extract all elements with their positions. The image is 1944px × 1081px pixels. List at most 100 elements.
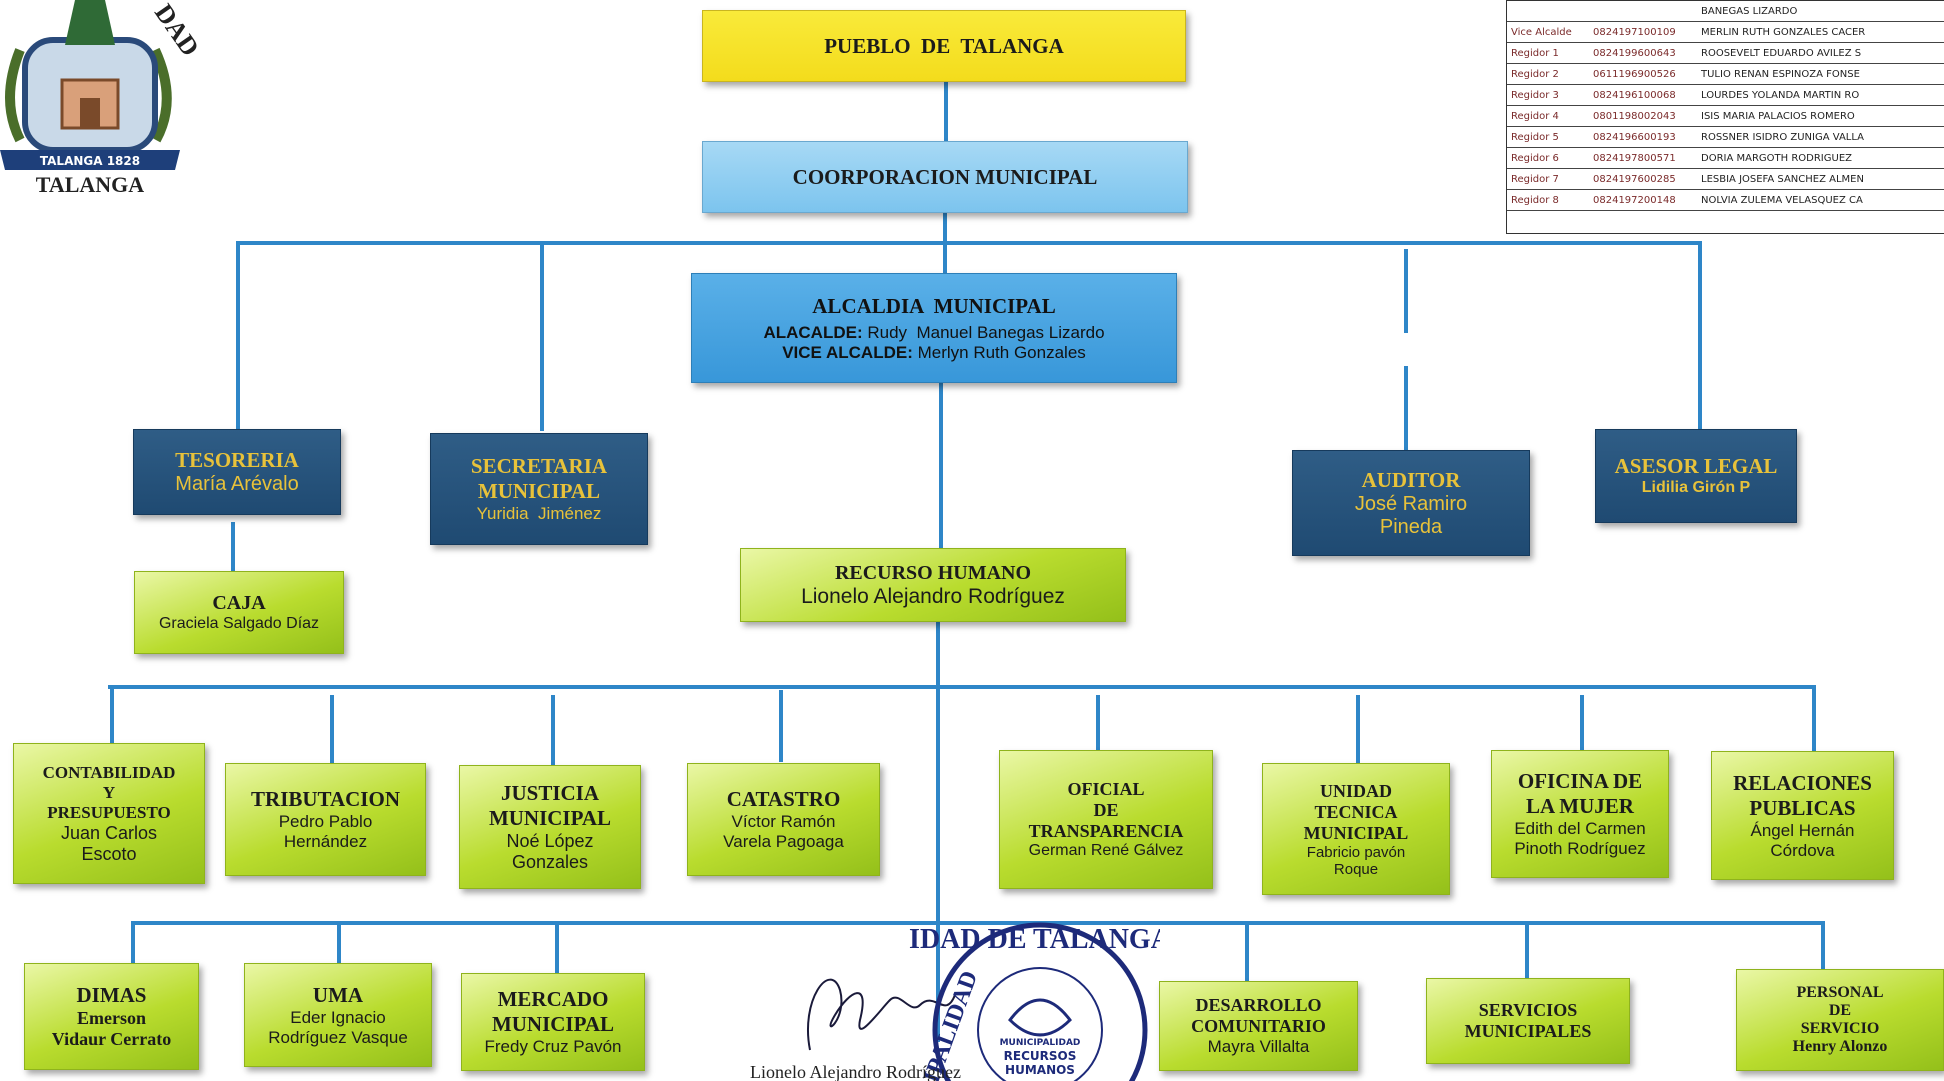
- catastro-name-2: Varela Pagoaga: [723, 832, 844, 851]
- regidor-id: 0824196600193: [1589, 126, 1697, 148]
- alcaldia-title: ALCALDIA MUNICIPAL: [812, 293, 1056, 318]
- mujer-name-1: Edith del Carmen: [1514, 819, 1646, 838]
- dimas-name-2: Vidaur Cerrato: [51, 1029, 172, 1049]
- alcalde-label: ALACALDE:: [763, 322, 863, 342]
- auditor-title: AUDITOR: [1361, 467, 1461, 492]
- line-row2-4: [1245, 921, 1249, 981]
- regidor-cargo: Regidor 8: [1507, 189, 1589, 211]
- catastro-box: CATASTRO Víctor Ramón Varela Pagoaga: [687, 763, 880, 876]
- regidor-cargo: Regidor 2: [1507, 63, 1589, 85]
- catastro-name-1: Víctor Ramón: [731, 812, 836, 831]
- regidor-nombre: MERLIN RUTH GONZALES CACER: [1697, 21, 1944, 43]
- alcalde-name: Rudy Manuel Banegas Lizardo: [862, 322, 1105, 342]
- tesoreria-name: María Arévalo: [175, 473, 299, 495]
- auditor-name-2: Pineda: [1379, 515, 1443, 538]
- regidor-id: [1589, 1, 1697, 22]
- regidor-cargo: Regidor 3: [1507, 84, 1589, 106]
- regidor-row: BANEGAS LIZARDO: [1507, 1, 1944, 22]
- contabilidad-title-3: PRESUPUESTO: [47, 802, 171, 822]
- secretaria-name: Yuridia Jiménez: [476, 504, 602, 523]
- utm-title-1: UNIDAD: [1320, 780, 1392, 801]
- stamp-inner-3: HUMANOS: [1005, 1063, 1075, 1077]
- tributacion-box: TRIBUTACION Pedro Pablo Hernández: [225, 763, 426, 876]
- tesoreria-box: TESORERIA María Arévalo: [133, 429, 341, 515]
- alcalde-line: ALACALDE: Rudy Manuel Banegas Lizardo: [763, 323, 1104, 343]
- regidor-cargo: Regidor 6: [1507, 147, 1589, 169]
- auditor-name-1: José Ramiro: [1354, 492, 1468, 515]
- line-row1-2: [330, 695, 334, 763]
- asesor-name: Lidilia Girón P: [1641, 479, 1751, 496]
- asesor-title: ASESOR LEGAL: [1614, 454, 1778, 478]
- regidor-id: 0824197600285: [1589, 168, 1697, 190]
- line-row2-1: [131, 921, 135, 963]
- line-row1-6: [1356, 695, 1360, 763]
- contabilidad-title-1: CONTABILIDAD: [42, 762, 176, 782]
- relaciones-publicas-box: RELACIONES PUBLICAS Ángel Hernán Córdova: [1711, 751, 1894, 880]
- uma-name-1: Eder Ignacio: [290, 1007, 386, 1027]
- regidor-nombre: LOURDES YOLANDA MARTIN RO: [1697, 84, 1944, 106]
- caja-box: CAJA Graciela Salgado Díaz: [134, 571, 344, 654]
- servicios-title-2: MUNICIPALES: [1464, 1021, 1592, 1041]
- line-row2-5: [1525, 921, 1529, 978]
- transparencia-name: German René Gálvez: [1028, 842, 1184, 859]
- personal-name: Henry Alonzo: [1792, 1038, 1888, 1055]
- regidor-nombre: TULIO RENAN ESPINOZA FONSE: [1697, 63, 1944, 85]
- recurso-title: RECURSO HUMANO: [834, 561, 1032, 584]
- line-row2-2: [337, 921, 341, 963]
- desarrollo-name: Mayra Villalta: [1207, 1037, 1310, 1056]
- regidor-cargo: [1507, 1, 1589, 22]
- personal-title-2: DE: [1828, 1002, 1852, 1019]
- corporacion-municipal-box: COORPORACION MUNICIPAL: [702, 141, 1188, 213]
- line-alcaldia-rrhh: [939, 382, 943, 548]
- relaciones-title-2: PUBLICAS: [1749, 795, 1856, 820]
- regidor-id: 0824197100109: [1589, 21, 1697, 43]
- relaciones-name-1: Ángel Hernán: [1750, 820, 1855, 840]
- oficial-transparencia-box: OFICIAL DE TRANSPARENCIA German René Gál…: [999, 750, 1213, 889]
- caja-title: CAJA: [212, 592, 266, 614]
- secretaria-title-2: MUNICIPAL: [477, 479, 601, 503]
- line-to-auditor-2: [1404, 366, 1408, 450]
- regidor-cargo: Regidor 1: [1507, 42, 1589, 64]
- relaciones-title-1: RELACIONES: [1733, 770, 1872, 795]
- municipal-stamp-icon: [932, 922, 1148, 1081]
- line-to-auditor: [1404, 249, 1408, 333]
- dimas-box: DIMAS Emerson Vidaur Cerrato: [24, 963, 199, 1070]
- desarrollo-title-1: DESARROLLO: [1195, 995, 1322, 1015]
- regidor-id: 0824197200148: [1589, 189, 1697, 211]
- regidor-id: 0611196900526: [1589, 63, 1697, 85]
- regidor-cargo: Regidor 4: [1507, 105, 1589, 127]
- utm-title-2: TECNICA: [1314, 801, 1398, 822]
- regidor-nombre: ROSSNER ISIDRO ZUNIGA VALLA: [1697, 126, 1944, 148]
- tributacion-title: TRIBUTACION: [251, 787, 400, 811]
- regidor-cargo: Regidor 5: [1507, 126, 1589, 148]
- mujer-name-2: Pinoth Rodríguez: [1514, 839, 1646, 858]
- desarrollo-comunitario-box: DESARROLLO COMUNITARIO Mayra Villalta: [1159, 981, 1358, 1071]
- line-row1-7: [1580, 695, 1584, 750]
- seal-ribbon-icon: [0, 150, 180, 170]
- contabilidad-name-2: Escoto: [81, 843, 137, 864]
- recurso-name: Lionelo Alejandro Rodríguez: [801, 584, 1065, 608]
- catastro-title: CATASTRO: [726, 787, 841, 811]
- tributacion-name-1: Pedro Pablo: [278, 812, 373, 831]
- justicia-name-1: Noé López: [506, 831, 594, 851]
- signature-stamp-area: IDAD DE TALANGA NICIPALIDAD MUNICIPALIDA…: [750, 922, 1160, 1081]
- relaciones-name-2: Córdova: [1770, 840, 1835, 860]
- mercado-municipal-box: MERCADO MUNICIPAL Fredy Cruz Pavón: [461, 973, 645, 1071]
- regidor-id: 0824196100068: [1589, 84, 1697, 106]
- regidor-nombre: LESBIA JOSEFA SANCHEZ ALMEN: [1697, 168, 1944, 190]
- asesor-legal-box: ASESOR LEGAL Lidilia Girón P: [1595, 429, 1797, 523]
- transparencia-title-1: OFICIAL: [1067, 779, 1145, 799]
- dimas-title: DIMAS: [76, 983, 147, 1007]
- recurso-humano-box: RECURSO HUMANO Lionelo Alejandro Rodrígu…: [740, 548, 1126, 622]
- line-row2-horizontal: [131, 921, 1825, 925]
- line-row2-6: [1821, 921, 1825, 969]
- line-row1-horizontal: [108, 685, 1816, 689]
- mercado-title-1: MERCADO: [497, 987, 609, 1011]
